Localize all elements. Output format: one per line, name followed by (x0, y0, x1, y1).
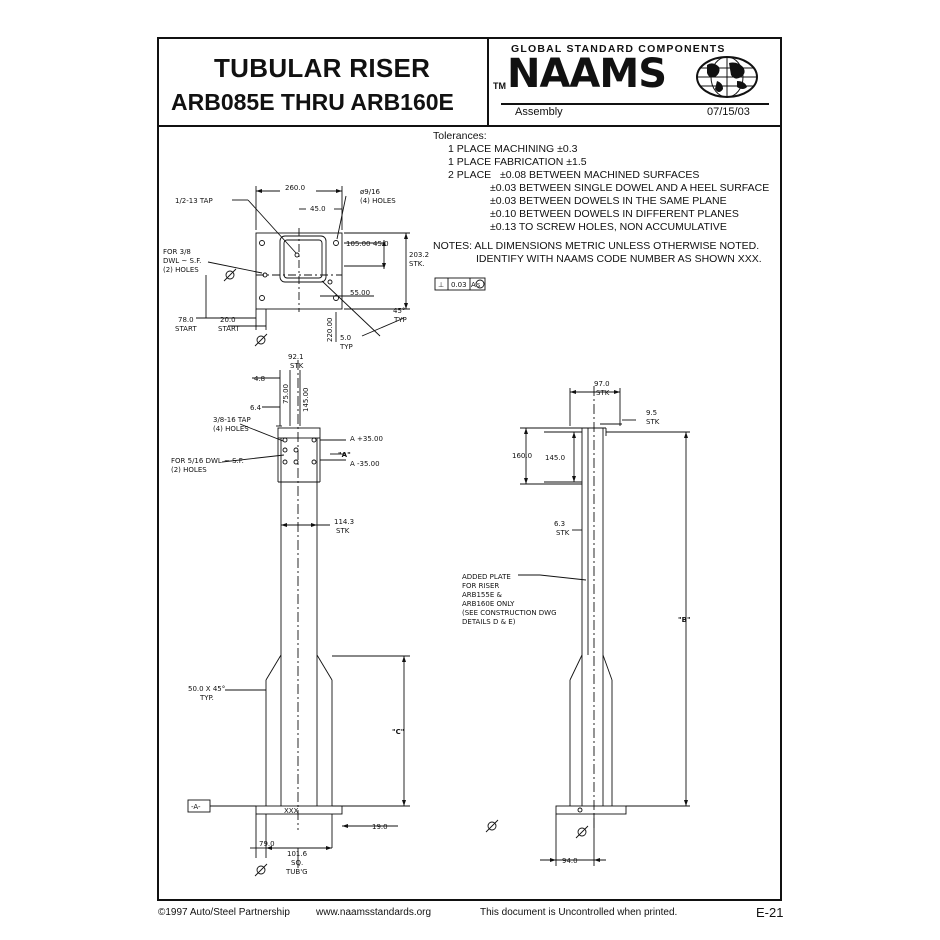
sheet-number: E-21 (756, 905, 784, 920)
dim-97: 97.0 (594, 380, 610, 388)
dowel-label: (2) HOLES (163, 266, 199, 274)
dim-145: 145.00 (302, 388, 310, 413)
tolerances-heading: Tolerances: (433, 130, 487, 142)
brand-tagline: GLOBAL STANDARD COMPONENTS (511, 43, 726, 55)
hole-size-label: ø9/16 (360, 188, 381, 196)
dim-5: 5.0 (340, 334, 351, 342)
stk-label: STK (596, 389, 610, 397)
perpendicularity-frame (434, 277, 486, 291)
perpendicularity-symbol: ⊥ (438, 281, 444, 289)
side-view (518, 386, 690, 866)
tolerance-line: ±0.03 BETWEEN DOWELS IN THE SAME PLANE (490, 195, 727, 207)
dim-145: 145.0 (545, 454, 565, 462)
tubing-label: TUB'G (285, 868, 308, 876)
added-plate-note: ADDED PLATE (462, 573, 511, 581)
dim-101: 101.6 (287, 850, 308, 858)
title-block-rule (501, 103, 769, 105)
a-section-label: "A" (338, 451, 351, 459)
dim-9-5: 9.5 (646, 409, 657, 417)
dowel-label: DWL ~ S.F. (163, 257, 201, 265)
typ-label: TYP (393, 316, 407, 324)
tap-label: 1/2-13 TAP (175, 197, 213, 205)
dim-75: 75.00 (282, 384, 290, 404)
brand-logo-text: NAAMS (507, 51, 667, 97)
notes-line: NOTES: ALL DIMENSIONS METRIC UNLESS OTHE… (433, 240, 760, 252)
revision-date: 07/15/03 (707, 106, 750, 118)
front-view (187, 360, 410, 877)
typ-label: TYP (339, 343, 353, 351)
stk-label: STK (646, 418, 660, 426)
added-plate-note: ARB160E ONLY (462, 600, 515, 608)
footer-disclaimer: This document is Uncontrolled when print… (480, 907, 678, 918)
dim-160: 160.0 (512, 452, 532, 460)
tolerance-line: ±0.10 BETWEEN DOWELS IN DIFFERENT PLANES (490, 208, 739, 220)
start-label: START (218, 325, 240, 333)
dim-94: 94.0 (562, 857, 578, 865)
c-dimension-label: "C" (392, 728, 404, 736)
dim-6-4: 6.4 (250, 404, 262, 412)
added-plate-note: FOR RISER (462, 582, 499, 590)
dowel-label: FOR 5/16 DWL ~ S.F. (171, 457, 244, 465)
dim-6-3: 6.3 (554, 520, 565, 528)
sq-label: SQ. (291, 859, 303, 867)
dim-203: 203.2 (409, 251, 429, 259)
dim-45b: 45.0 (373, 240, 389, 248)
b-dimension-label: "B" (678, 616, 691, 624)
dimension-arrowheads (256, 189, 688, 862)
stk-label: STK (290, 362, 304, 370)
tap-count: (4) HOLES (213, 425, 249, 433)
dim-4-8: 4.8 (254, 375, 265, 383)
added-plate-note: (SEE CONSTRUCTION DWG (462, 609, 557, 617)
stk-label: STK. (409, 260, 425, 268)
chamfer-typ: TYP. (199, 694, 214, 702)
dim-79: 79.0 (259, 840, 275, 848)
stk-label: STK (336, 527, 350, 535)
dim-45: 45.0 (310, 205, 326, 213)
dim-260: 260.0 (285, 184, 305, 192)
dim-78: 78.0 (178, 316, 194, 324)
tolerance-line: 1 PLACE FABRICATION ±1.5 (448, 156, 587, 168)
title-block-divider (487, 39, 489, 125)
modifier-s: S (477, 283, 480, 289)
tolerance-line: ±0.13 TO SCREW HOLES, NON ACCUMULATIVE (490, 221, 727, 233)
tolerance-line: ±0.03 BETWEEN SINGLE DOWEL AND A HEEL SU… (490, 182, 770, 194)
angle-45: 45° (393, 307, 405, 315)
added-plate-note: DETAILS D & E) (462, 618, 516, 626)
tolerance-line: 1 PLACE MACHINING ±0.3 (448, 143, 578, 155)
drawing-subtitle: ARB085E THRU ARB160E (171, 89, 454, 115)
document-type: Assembly (515, 106, 563, 118)
drawing-title: TUBULAR RISER (214, 53, 431, 83)
tolerance-line: 2 PLACE ±0.08 BETWEEN MACHINED SURFACES (448, 169, 700, 181)
added-plate-note: ARB155E & (462, 591, 502, 599)
a-plus-label: A +35.00 (350, 435, 383, 443)
dim-114: 114.3 (334, 518, 354, 526)
notes-line: IDENTIFY WITH NAAMS CODE NUMBER AS SHOWN… (476, 253, 762, 265)
tap-label: 3/8-16 TAP (213, 416, 251, 424)
dim-220: 220.00 (326, 318, 334, 343)
globe-icon (696, 56, 758, 98)
dim-20: 20.0 (220, 316, 236, 324)
datum-a-label: -A- (191, 803, 201, 811)
footer-website-link[interactable]: www.naamsstandards.org (316, 907, 432, 918)
dim-105: 105.00 (346, 240, 371, 248)
chamfer-label: 50.0 X 45° (188, 685, 225, 693)
datum-ref: A (471, 281, 476, 289)
dim-55: 55.00 (350, 289, 370, 297)
dim-19: 19.0 (372, 823, 388, 831)
hole-count-label: (4) HOLES (360, 197, 396, 205)
tolerance-value: 0.03 (451, 281, 467, 289)
dim-92: 92.1 (288, 353, 304, 361)
start-label: START (175, 325, 197, 333)
xxx-code: XXX (284, 807, 299, 815)
dowel-count: (2) HOLES (171, 466, 207, 474)
drawing-sheet-border: TUBULAR RISER ARB085E THRU ARB160E TM GL… (157, 37, 782, 901)
footer-copyright: ©1997 Auto/Steel Partnership (158, 907, 290, 918)
stk-label: STK (556, 529, 570, 537)
a-minus-label: A -35.00 (350, 460, 380, 468)
title-block: TUBULAR RISER ARB085E THRU ARB160E TM GL… (159, 39, 780, 127)
trademark-mark: TM (493, 81, 506, 91)
dowel-label: FOR 3/8 (163, 248, 191, 256)
